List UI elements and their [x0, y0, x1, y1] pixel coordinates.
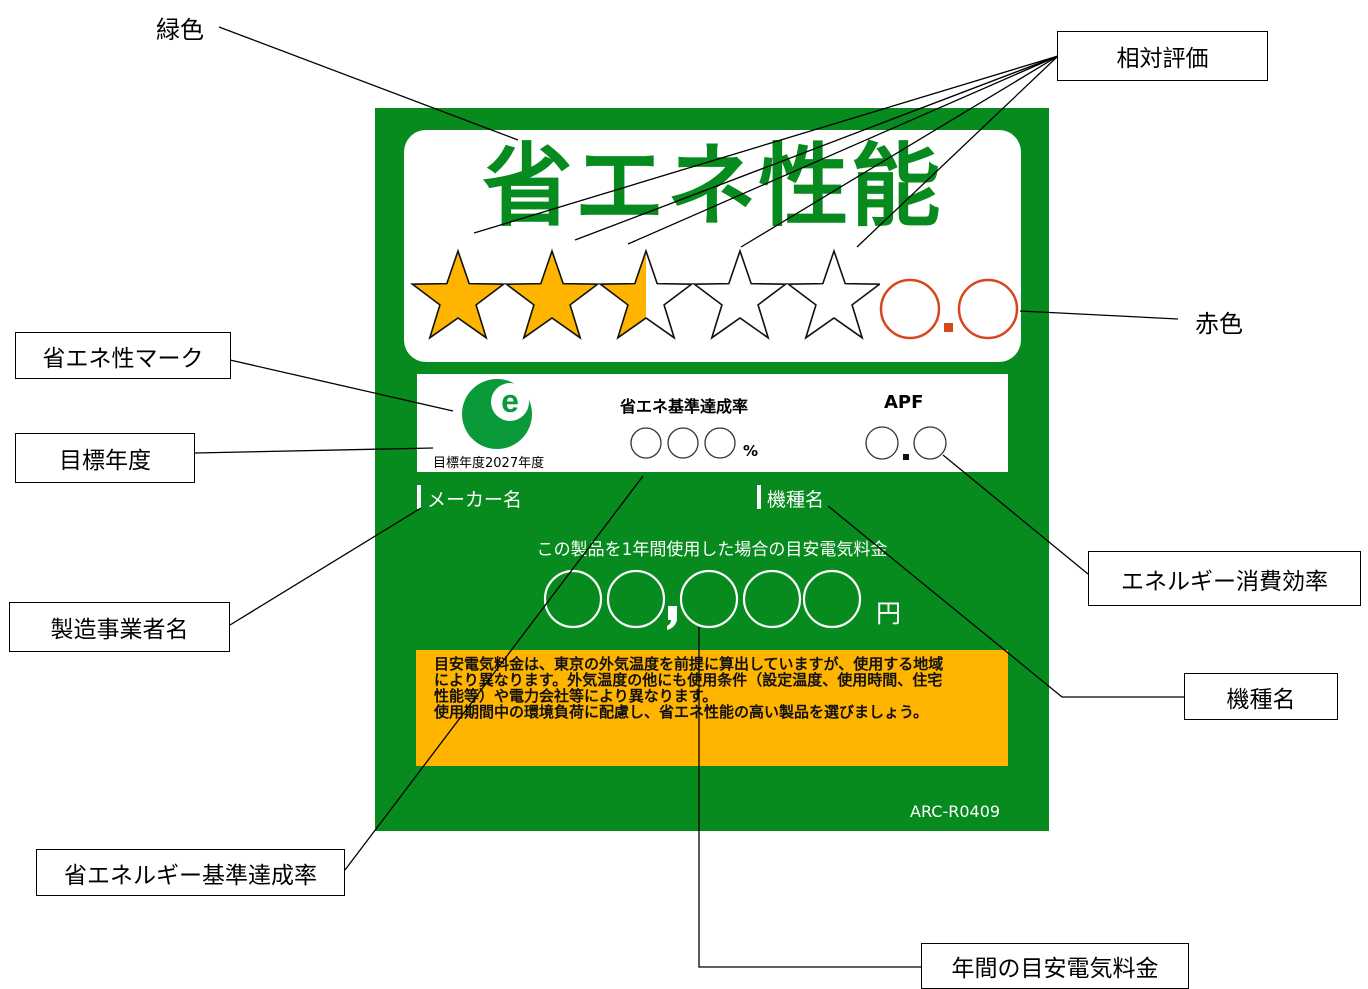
svg-text:e: e	[501, 383, 519, 419]
star-filled-icon	[504, 248, 600, 340]
leader-line	[194, 447, 434, 454]
model-bar	[757, 485, 761, 509]
cost-value-placeholder	[543, 569, 862, 630]
note-box: 目安電気料金は、東京の外気温度を前提に算出していますが、使用する地域 により異な…	[416, 650, 1008, 766]
callout-mark: 省エネ性マーク	[15, 332, 231, 379]
apf-value-placeholder	[865, 426, 947, 460]
star-half-icon	[598, 248, 694, 340]
achievement-unit: %	[743, 442, 759, 460]
rating-digit-circle	[879, 278, 941, 340]
achievement-value-placeholder	[630, 427, 736, 459]
leader-line	[942, 454, 1089, 575]
cost-heading: この製品を1年間使用した場合の目安電気料金	[536, 540, 888, 560]
note-line: 使用期間中の環境負荷に配慮し、省エネ性能の高い製品を選びましょう。	[434, 703, 929, 721]
achievement-heading: 省エネ基準達成率	[620, 397, 749, 416]
title-box	[404, 130, 1021, 362]
star-empty-icon	[692, 248, 788, 340]
leader-line	[344, 475, 644, 871]
maker-bar	[417, 485, 421, 509]
leader-line	[698, 627, 921, 968]
model-label: 機種名	[767, 489, 825, 511]
leader-line	[473, 55, 1059, 234]
callout-green: 緑色	[156, 16, 204, 44]
callout-model: 機種名	[1184, 673, 1338, 720]
rating-decimal-point	[944, 323, 953, 332]
label-title: 省エネ性能	[482, 134, 943, 239]
rating-digit-circle	[957, 278, 1019, 340]
callout-annual-cost: 年間の目安電気料金	[921, 943, 1189, 989]
note-line: により異なります。外気温度の他にも使用条件（設定温度、使用時間、住宅	[434, 671, 943, 689]
star-rating	[410, 248, 880, 340]
energy-saving-mark-icon: e	[462, 379, 532, 449]
callout-red: 赤色	[1195, 310, 1243, 338]
leader-line	[1019, 310, 1179, 320]
star-filled-icon	[410, 248, 506, 340]
note-line: 性能等）や電力会社等により異なります。	[434, 687, 718, 705]
callout-relative-rating: 相対評価	[1057, 31, 1268, 81]
callout-achievement: 省エネルギー基準達成率	[36, 849, 345, 896]
leader-line	[827, 505, 1184, 698]
leader-line	[218, 26, 519, 141]
leader-line	[229, 507, 422, 626]
leader-line	[229, 359, 454, 412]
maker-label: メーカー名	[427, 489, 523, 511]
callout-efficiency: エネルギー消費効率	[1088, 551, 1361, 606]
cost-unit: 円	[876, 599, 902, 628]
leader-line	[627, 55, 1059, 245]
label-code: ARC-R0409	[910, 802, 1001, 821]
rating-value-placeholder	[879, 278, 1019, 340]
leader-line	[740, 55, 1059, 248]
callout-target-year: 目標年度	[15, 433, 195, 483]
note-line: 目安電気料金は、東京の外気温度を前提に算出していますが、使用する地域	[434, 655, 944, 673]
apf-heading: APF	[884, 392, 924, 413]
leader-line	[856, 55, 1059, 248]
callout-maker: 製造事業者名	[9, 602, 230, 652]
leader-line	[574, 55, 1059, 241]
mark-caption: 目標年度2027年度	[433, 456, 545, 471]
star-empty-icon	[786, 248, 880, 340]
